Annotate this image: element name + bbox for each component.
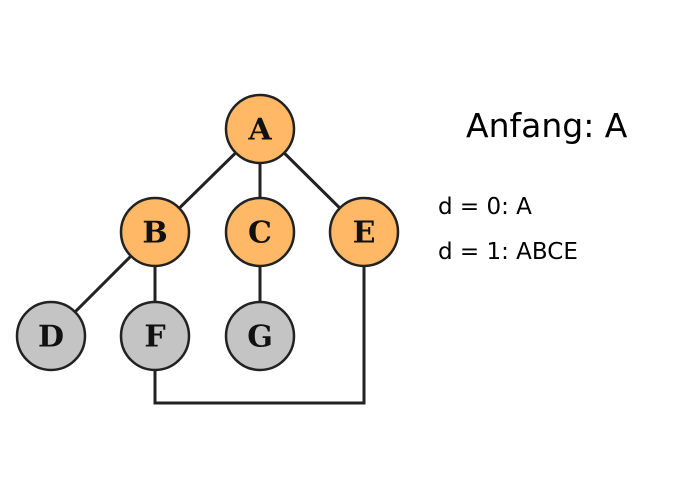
node-label-g: G <box>247 320 273 355</box>
node-label-e: E <box>353 216 376 251</box>
nodes-layer: A B C E D F G <box>15 93 400 372</box>
node-circle-b <box>119 196 191 268</box>
node-circle-g <box>224 300 296 372</box>
node-label-d: D <box>38 320 64 355</box>
node-circle-d <box>15 300 87 372</box>
node-e: E <box>328 196 400 268</box>
node-d: D <box>15 300 87 372</box>
node-circle-f <box>119 300 191 372</box>
depth-line-0: d = 0: A <box>438 194 532 220</box>
node-circle-a <box>224 93 296 165</box>
node-label-c: C <box>248 216 272 251</box>
depth-line-1: d = 1: ABCE <box>438 239 578 265</box>
node-f: F <box>119 300 191 372</box>
node-circle-e <box>328 196 400 268</box>
edges-layer <box>49 127 366 405</box>
node-label-b: B <box>142 216 167 251</box>
node-a: A <box>224 93 296 165</box>
node-g: G <box>224 300 296 372</box>
node-c: C <box>224 196 296 268</box>
node-circle-c <box>224 196 296 268</box>
node-label-a: A <box>247 113 272 148</box>
start-node-title: Anfang: A <box>466 106 628 145</box>
node-label-f: F <box>144 320 165 355</box>
node-b: B <box>119 196 191 268</box>
